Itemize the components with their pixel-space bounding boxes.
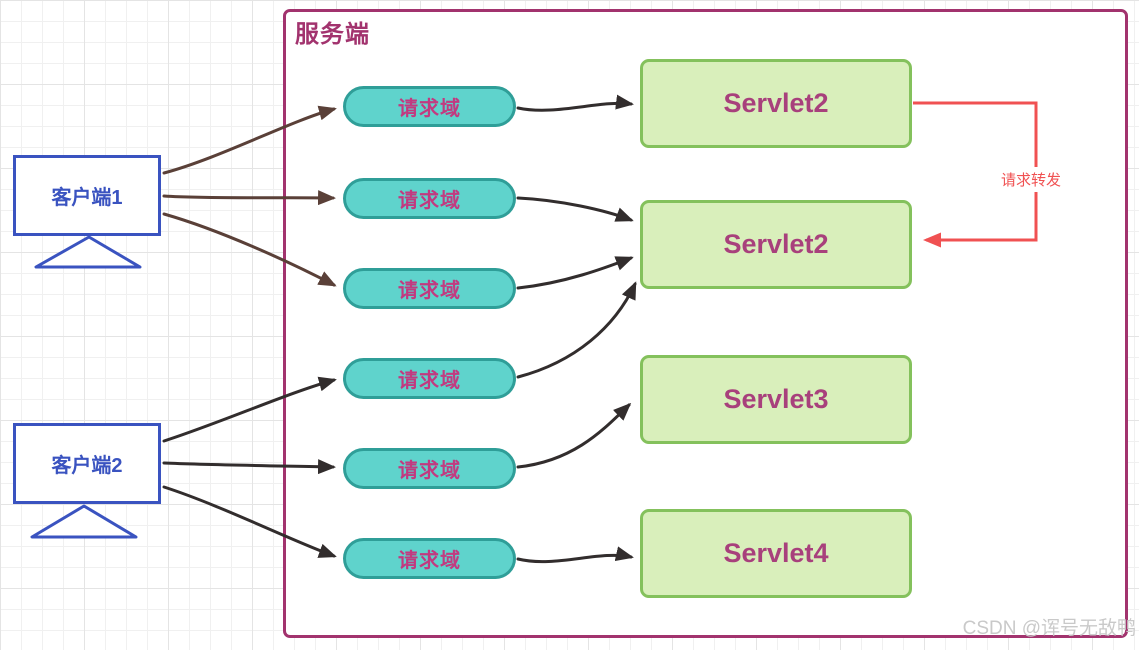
request-scope-pill: 请求域: [343, 448, 516, 489]
servlet-box: Servlet2: [640, 200, 912, 289]
request-scope-pill: 请求域: [343, 358, 516, 399]
servlet-label: Servlet2: [723, 229, 829, 259]
pill-label: 请求域: [398, 190, 461, 212]
pill-label: 请求域: [398, 280, 461, 302]
monitor-stand-icon: [34, 235, 142, 269]
client1-box: 客户端1: [13, 155, 161, 236]
servlet-label: Servlet3: [723, 384, 829, 414]
request-scope-pill: 请求域: [343, 86, 516, 127]
pill-label: 请求域: [398, 460, 461, 482]
client2-box: 客户端2: [13, 423, 161, 504]
servlet-label: Servlet4: [723, 538, 829, 568]
servlet-label: Servlet2: [723, 88, 829, 118]
pill-label: 请求域: [398, 98, 461, 120]
client2-label: 客户端2: [51, 455, 123, 477]
request-scope-pill: 请求域: [343, 178, 516, 219]
watermark: CSDN @诨号无敌鸭: [962, 618, 1136, 639]
monitor-stand-icon: [30, 504, 138, 539]
server-title: 服务端: [295, 21, 370, 48]
servlet-box: Servlet4: [640, 509, 912, 598]
request-scope-pill: 请求域: [343, 538, 516, 579]
request-scope-pill: 请求域: [343, 268, 516, 309]
servlet-box: Servlet3: [640, 355, 912, 444]
pill-label: 请求域: [398, 550, 461, 572]
forward-label: 请求转发: [998, 167, 1065, 192]
servlet-box: Servlet2: [640, 59, 912, 148]
pill-label: 请求域: [398, 370, 461, 392]
client1-label: 客户端1: [51, 187, 123, 209]
